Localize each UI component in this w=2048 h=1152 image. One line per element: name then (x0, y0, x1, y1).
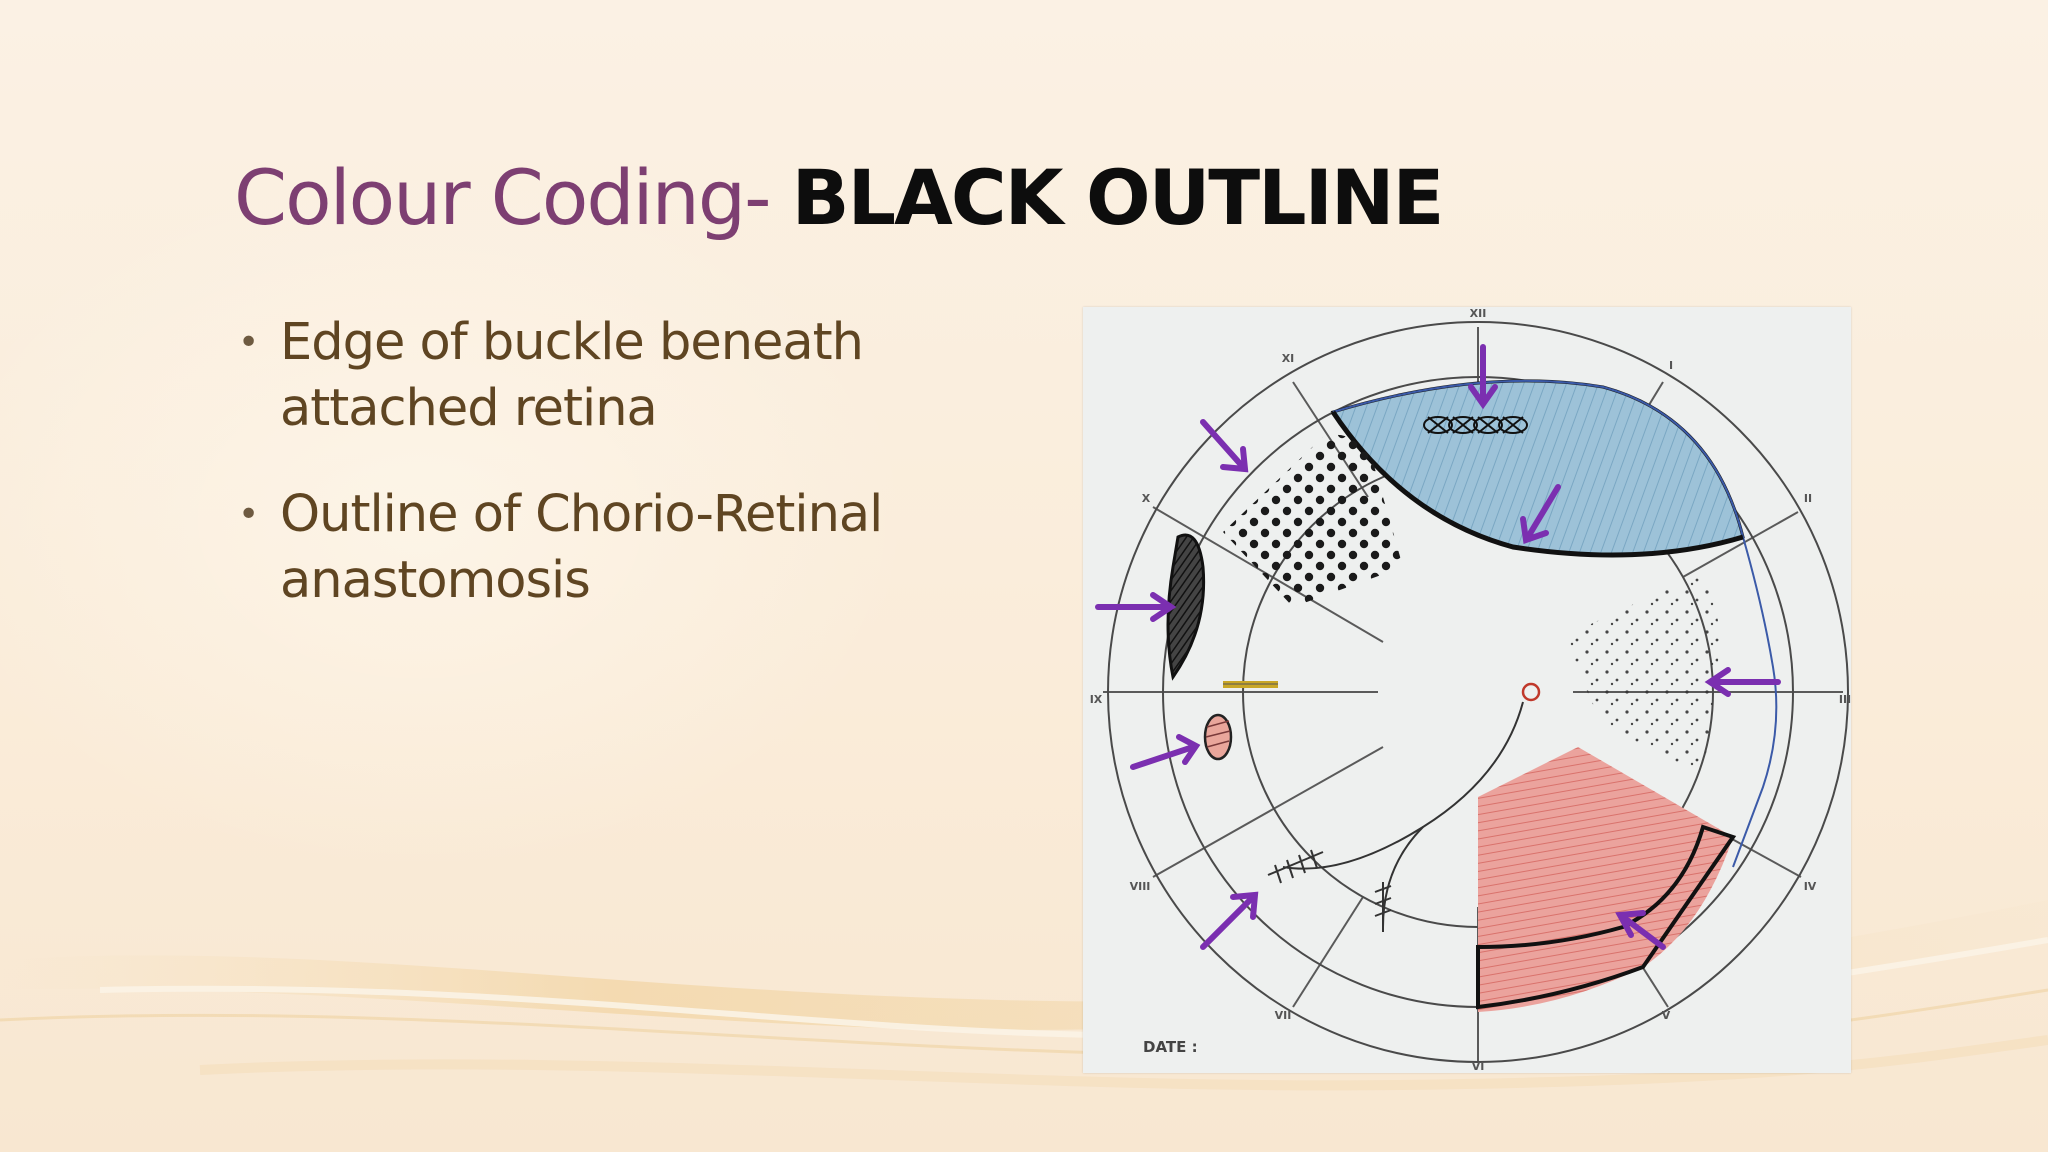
clock-labels: XII I II III IV V VI VII VIII IX X XI (1090, 307, 1851, 1073)
clock-label-xii: XII (1470, 307, 1487, 320)
title-prefix: Colour Coding- (234, 153, 792, 242)
bullet-list: •Edge of buckle beneath attached retina … (234, 310, 1054, 654)
clock-label-xi: XI (1282, 352, 1295, 365)
black-dotted-sector (1223, 434, 1403, 607)
laser-marks (1267, 849, 1392, 932)
bullet-dot-icon: • (238, 494, 259, 535)
bullet-item: • Edge of buckle beneath attached retina (234, 310, 1054, 442)
bullet-text: Edge of buckle beneath attached retina (280, 313, 864, 438)
bullet-item: • Outline of Chorio-Retinal anastomosis (234, 482, 1054, 614)
purple-arrows (1095, 344, 1781, 950)
clock-label-vi: VI (1472, 1060, 1485, 1073)
clock-label-vii: VII (1275, 1009, 1292, 1022)
optic-disc (1521, 682, 1541, 702)
date-label: DATE : (1143, 1038, 1198, 1056)
clock-label-ii: II (1804, 492, 1812, 505)
clock-label-ix: IX (1090, 693, 1103, 706)
clock-label-x: X (1142, 492, 1151, 505)
title-emphasis: BLACK OUTLINE (791, 153, 1445, 242)
bullet-dot-icon: • (238, 322, 259, 363)
clock-label-viii: VIII (1130, 880, 1151, 893)
clock-label-iv: IV (1804, 880, 1817, 893)
fine-dotted-sector (1563, 572, 1719, 777)
retina-chart-drawing: XII I II III IV V VI VII VIII IX X XI DA… (1090, 307, 1851, 1073)
bullet-text: Outline of Chorio-Retinal anastomosis (280, 485, 883, 610)
slide-title: Colour Coding- BLACK OUTLINE (234, 150, 1445, 246)
tear-chain (1423, 416, 1528, 434)
blue-detachment-area (1330, 379, 1745, 557)
clock-label-v: V (1662, 1009, 1671, 1022)
clock-label-i: I (1669, 359, 1673, 372)
red-hemorrhage-sector (1478, 747, 1733, 1012)
clock-label-iii: III (1839, 693, 1851, 706)
retina-chart-figure: XII I II III IV V VI VII VIII IX X XI DA… (1083, 307, 1851, 1073)
